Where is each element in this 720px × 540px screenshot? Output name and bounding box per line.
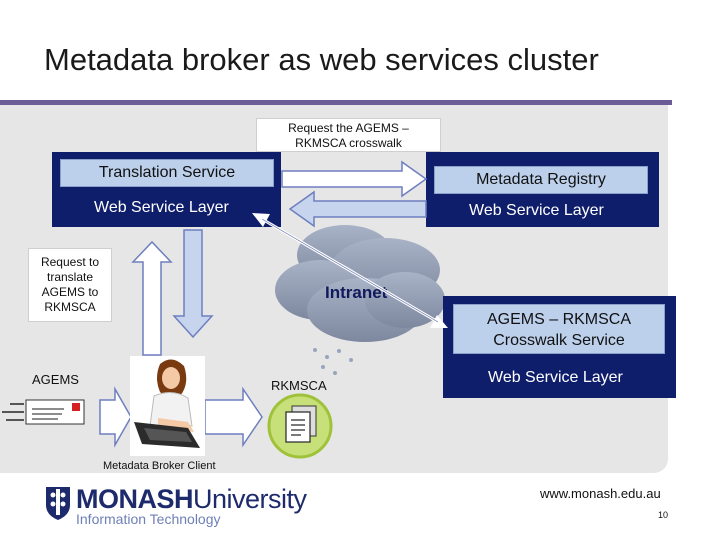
crosswalk-request-note: Request the AGEMS – RKMSCA crosswalk — [256, 118, 441, 152]
envelope-icon — [2, 399, 85, 425]
diagonal-arrowhead-top — [252, 213, 270, 227]
translation-service-title: Translation Service — [60, 159, 274, 187]
translate-request-line1: Request to — [40, 255, 100, 269]
output-arrow-right — [204, 386, 263, 448]
crosswalk-title-line2: Crosswalk Service — [493, 332, 625, 349]
diagonal-arrowhead-bottom — [430, 315, 448, 328]
crosswalk-web-service-layer: Web Service Layer — [488, 369, 623, 386]
client-person-icon — [130, 356, 205, 456]
metadata-registry-title: Metadata Registry — [434, 166, 648, 194]
monash-wordmark-regular: University — [193, 484, 307, 514]
slide-title: Metadata broker as web services cluster — [44, 42, 599, 77]
agems-label: AGEMS — [32, 372, 79, 387]
crosswalk-title-line1: AGEMS – RKMSCA — [486, 311, 632, 328]
monash-subtitle: Information Technology — [76, 511, 221, 527]
translation-web-service-layer: Web Service Layer — [94, 199, 229, 216]
intranet-label: Intranet — [325, 283, 388, 302]
monash-crest-icon — [46, 487, 70, 520]
client-caption: Metadata Broker Client — [103, 460, 216, 472]
intranet-cloud-icon — [275, 225, 445, 375]
registry-web-service-layer: Web Service Layer — [469, 202, 604, 219]
input-arrow-right — [99, 386, 132, 448]
crosswalk-request-line1: Request the AGEMS – — [288, 121, 409, 135]
monash-wordmark-bold: MONASH — [76, 484, 194, 514]
vertical-down-arrow — [172, 229, 214, 339]
title-rule — [0, 100, 672, 105]
response-arrow-left — [288, 190, 427, 228]
vertical-up-arrow — [131, 240, 173, 356]
crosswalk-request-line2: RKMSCA crosswalk — [295, 136, 402, 150]
request-arrow-right — [281, 160, 428, 198]
crosswalk-service-title: AGEMS – RKMSCA Crosswalk Service — [453, 304, 665, 354]
translate-request-note: Request to translate AGEMS to RKMSCA — [28, 248, 112, 322]
translate-request-line2: translate — [46, 270, 94, 284]
footer-url: www.monash.edu.au — [540, 486, 661, 501]
page-number: 10 — [658, 510, 669, 520]
translate-request-line3: AGEMS to — [41, 285, 99, 299]
document-icon — [267, 393, 333, 459]
monash-wordmark: MONASHUniversity — [76, 484, 307, 515]
translate-request-line4: RKMSCA — [44, 300, 96, 314]
rkmsca-label: RKMSCA — [271, 378, 327, 393]
